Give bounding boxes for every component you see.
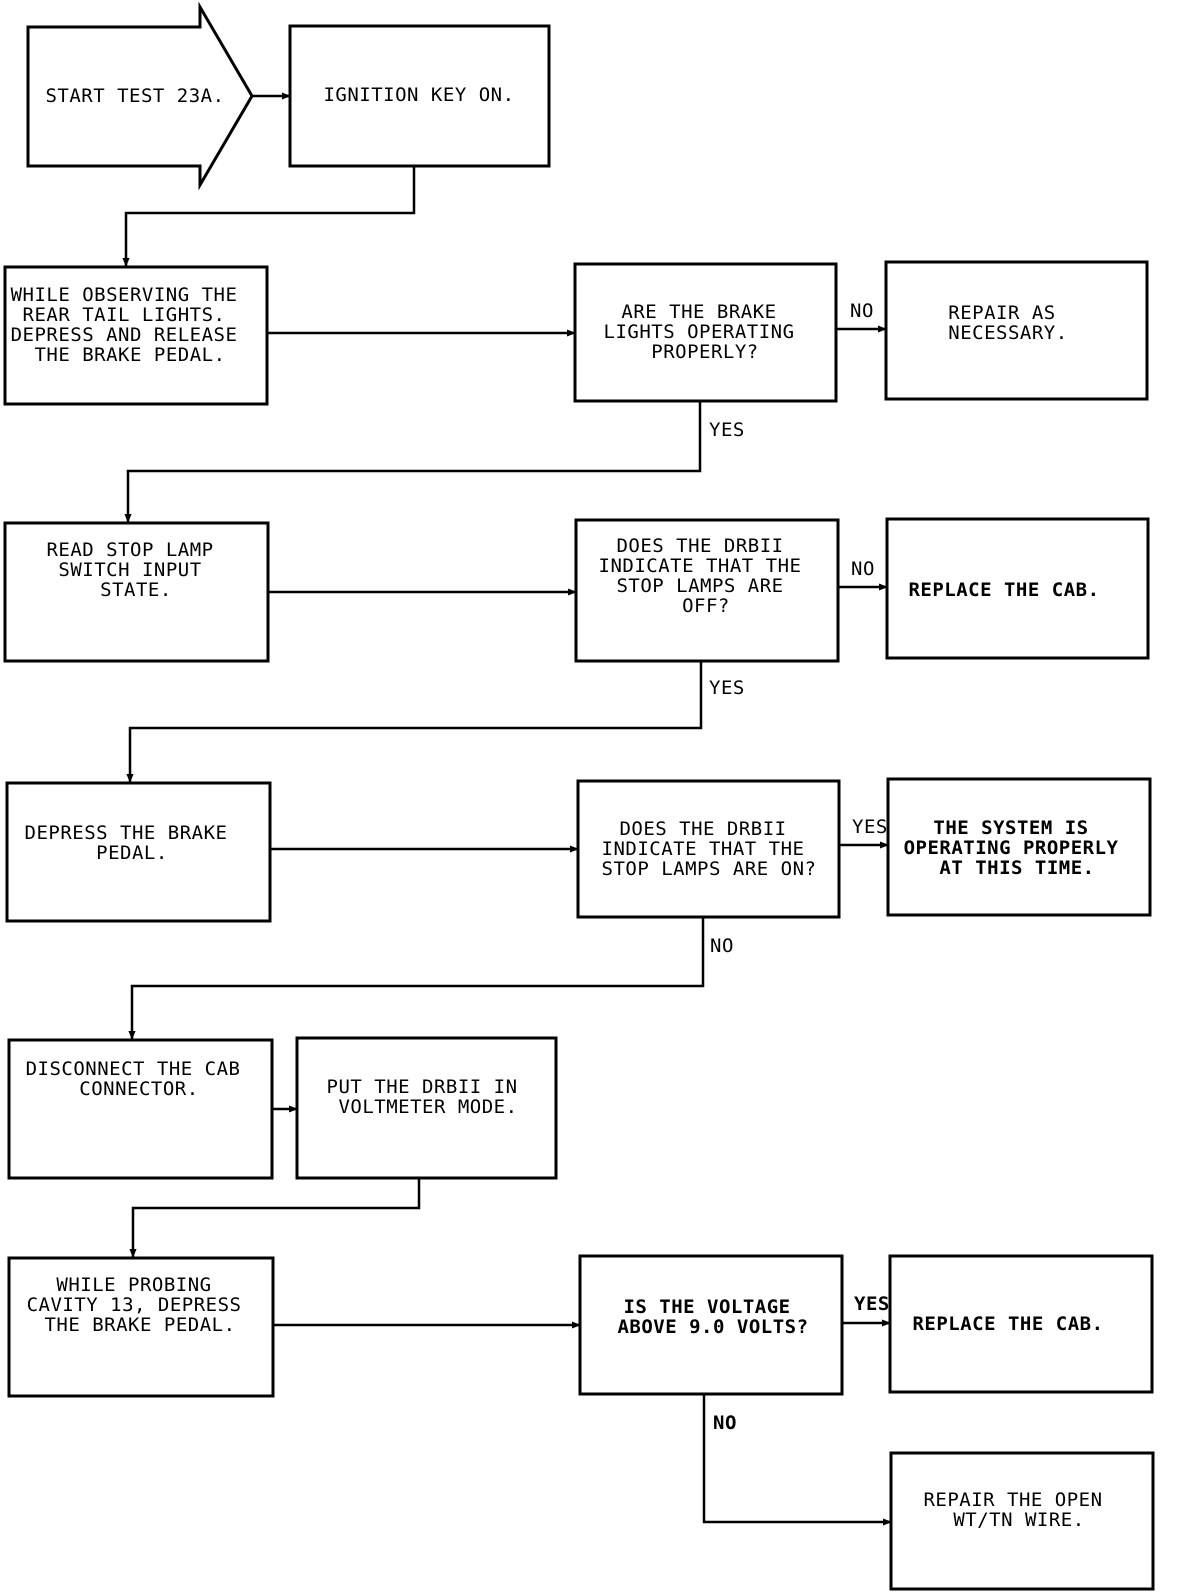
replace-cab-1-box xyxy=(885,517,1150,660)
off-no-label: NO xyxy=(851,558,875,580)
repair-open-box xyxy=(889,1451,1155,1591)
replace-cab-1-label: REPLACE THE CAB. xyxy=(908,579,1099,601)
observe-label: WHILE OBSERVING THE REAR TAIL LIGHTS. DE… xyxy=(11,284,250,366)
probe-box xyxy=(7,1256,275,1398)
q-off-box xyxy=(574,518,840,663)
q-volt-box xyxy=(578,1254,844,1396)
on-no-label: NO xyxy=(710,935,734,957)
brake-yes-label: YES xyxy=(709,419,745,441)
edge-labels: NO YES NO YES YES NO YES NO xyxy=(709,300,890,1434)
q-brake-label: ARE THE BRAKE LIGHTS OPERATING PROPERLY? xyxy=(604,301,807,363)
repair-necessary-label: REPAIR AS NECESSARY. xyxy=(948,302,1067,344)
read-switch-label: READ STOP LAMP SWITCH INPUT STATE. xyxy=(46,539,225,601)
ignition-box xyxy=(288,24,551,168)
repair-necessary-box xyxy=(884,260,1149,401)
edge-ignition-to-observe xyxy=(122,166,416,267)
system-ok-label: THE SYSTEM IS OPERATING PROPERLY AT THIS… xyxy=(904,817,1131,879)
disconnect-label: DISCONNECT THE CAB CONNECTOR. xyxy=(26,1058,253,1100)
q-on-label: DOES THE DRBII INDICATE THAT THE STOP LA… xyxy=(602,818,817,880)
nodes xyxy=(3,1,1155,1591)
depress-box xyxy=(5,781,272,923)
node-labels: START TEST 23A. IGNITION KEY ON. WHILE O… xyxy=(11,84,1131,1531)
volt-yes-label: YES xyxy=(854,1293,890,1315)
replace-cab-2-label: REPLACE THE CAB. xyxy=(912,1313,1103,1335)
q-volt-label: IS THE VOLTAGE ABOVE 9.0 VOLTS? xyxy=(617,1296,808,1338)
ignition-label: IGNITION KEY ON. xyxy=(323,84,514,106)
volt-no-label: NO xyxy=(713,1412,737,1434)
edge-q-on-no xyxy=(128,917,705,1040)
edge-q-brake-yes xyxy=(124,401,702,523)
on-yes-label: YES xyxy=(852,816,888,838)
voltmeter-label: PUT THE DRBII IN VOLTMETER MODE. xyxy=(327,1076,530,1118)
start-label: START TEST 23A. xyxy=(45,85,224,107)
edge-q-volt-no xyxy=(702,1394,892,1526)
edge-voltmeter-to-probe xyxy=(129,1178,421,1258)
q-brake-box xyxy=(573,262,838,403)
q-off-label: DOES THE DRBII INDICATE THAT THE STOP LA… xyxy=(599,535,814,617)
repair-open-label: REPAIR THE OPEN WT/TN WIRE. xyxy=(923,1489,1114,1531)
probe-label: WHILE PROBING CAVITY 13, DEPRESS THE BRA… xyxy=(27,1274,254,1336)
brake-no-label: NO xyxy=(850,300,874,322)
voltmeter-box xyxy=(295,1036,558,1180)
edge-q-off-yes xyxy=(126,661,703,783)
observe-box xyxy=(3,265,269,406)
replace-cab-2-box xyxy=(888,1254,1154,1394)
q-on-box xyxy=(576,779,841,919)
off-yes-label: YES xyxy=(709,677,745,699)
read-switch-box xyxy=(3,521,270,663)
depress-label: DEPRESS THE BRAKE PEDAL. xyxy=(25,822,240,864)
disconnect-box xyxy=(7,1038,274,1180)
connectors xyxy=(122,92,892,1526)
start-arrow-shape xyxy=(26,1,254,191)
system-ok-box xyxy=(886,777,1152,917)
